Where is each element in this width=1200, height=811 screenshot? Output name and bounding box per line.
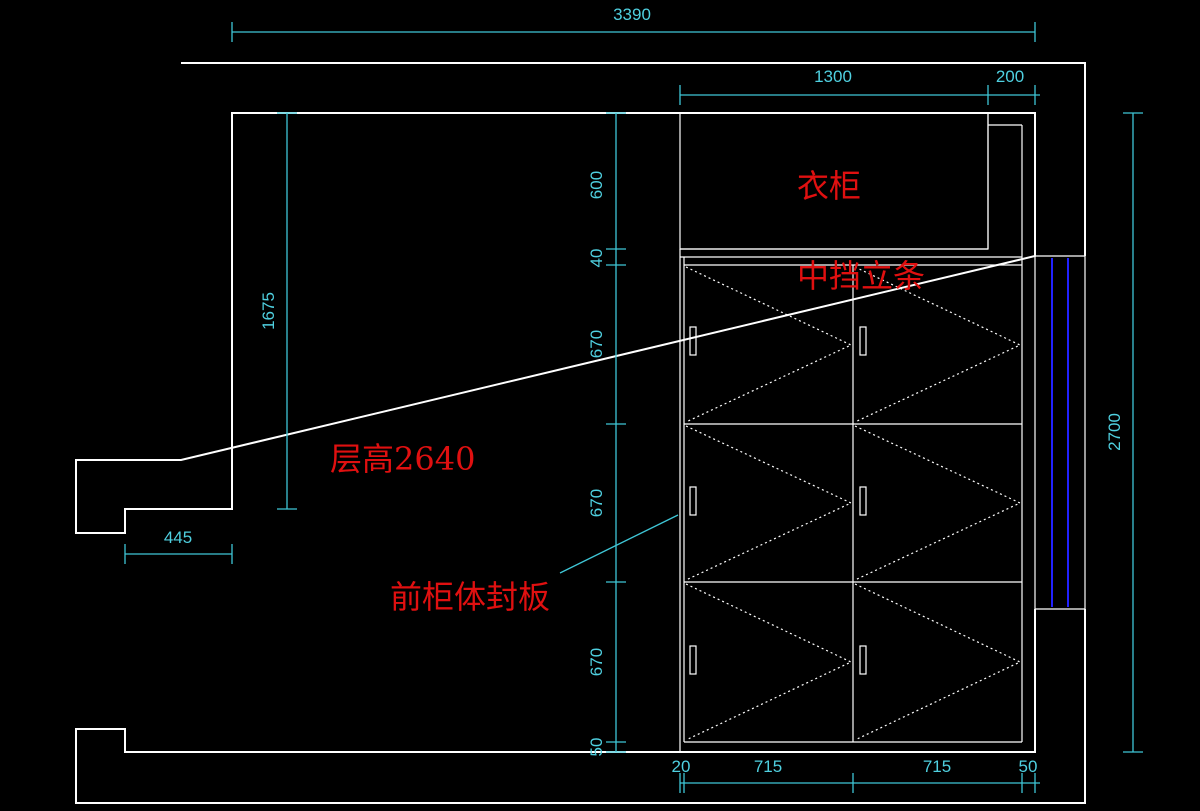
dim-text-670-b: 670 xyxy=(587,489,606,517)
dim-text-bottom-50: 50 xyxy=(1019,757,1038,776)
dim-text-200: 200 xyxy=(996,67,1024,86)
dim-vertical-chain: 600 40 670 670 670 50 xyxy=(587,112,626,757)
dim-text-600: 600 xyxy=(587,171,606,199)
window-opening xyxy=(1034,255,1086,610)
dim-text-1675: 1675 xyxy=(259,292,278,330)
door-handles xyxy=(689,326,867,675)
dim-text-2700: 2700 xyxy=(1105,413,1124,451)
dim-text-1300: 1300 xyxy=(814,67,852,86)
dim-text-715-b: 715 xyxy=(923,757,951,776)
door-swing-marks xyxy=(685,266,1022,741)
dim-text-670-a: 670 xyxy=(587,330,606,358)
dim-text-50: 50 xyxy=(587,738,606,757)
dim-bottom-chain: 20 715 715 50 xyxy=(672,757,1040,793)
label-floor-height: 层高2640 xyxy=(330,440,475,478)
dim-total-width: 3390 xyxy=(231,5,1036,42)
dim-text-715-a: 715 xyxy=(754,757,782,776)
front-panel-leader-line xyxy=(559,514,679,574)
label-front-panel: 前柜体封板 xyxy=(390,578,550,616)
dim-text-670-c: 670 xyxy=(587,648,606,676)
dim-text-445: 445 xyxy=(164,528,192,547)
dim-right-2700: 2700 xyxy=(1105,112,1143,753)
label-wardrobe: 衣柜 xyxy=(797,167,861,205)
dim-wardrobe-width: 1300 200 xyxy=(679,67,1040,105)
lower-cabinet-body xyxy=(679,248,1022,752)
dim-text-40: 40 xyxy=(587,249,606,268)
dim-left-1675: 1675 xyxy=(259,112,297,510)
dim-text-3390: 3390 xyxy=(613,5,651,24)
dim-offset-445: 445 xyxy=(124,528,233,564)
dim-text-20: 20 xyxy=(672,757,691,776)
label-middle-strip: 中挡立条 xyxy=(797,257,925,295)
outer-wall-outline xyxy=(75,62,1086,804)
